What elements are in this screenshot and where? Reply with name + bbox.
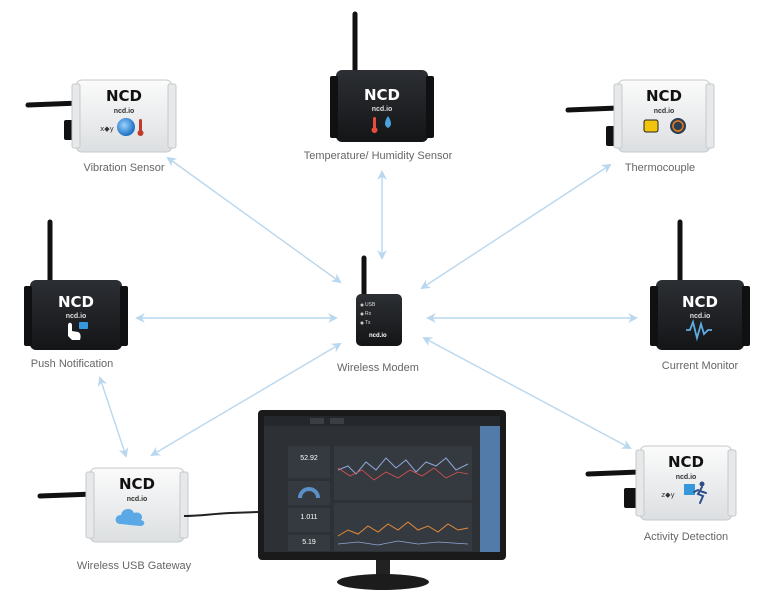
ncd-logo: NCD — [106, 87, 142, 105]
wireless-modem-device — [356, 255, 402, 346]
node-label-current: Current Monitor — [661, 360, 739, 372]
thermometer-humidity-icon — [371, 116, 391, 133]
node-label-activity: Activity Detection — [643, 531, 729, 543]
svg-text:x◆y: x◆y — [100, 125, 114, 133]
ncd-domain: ncd.io — [372, 106, 393, 113]
usb-gateway-device: NCD ncd.io — [37, 467, 259, 543]
connection-arrows — [97, 156, 638, 458]
dashboard-tile-value: 5.19 — [302, 539, 316, 546]
antenna — [25, 100, 83, 108]
antenna — [565, 105, 621, 113]
modem-domain: ncd.io — [369, 333, 387, 339]
hub-label: Wireless Modem — [337, 362, 419, 374]
modem-port-tx: Tx — [365, 320, 371, 326]
cloud-icon — [115, 509, 145, 526]
cable-gland — [624, 488, 638, 508]
vibration-temperature-icon: x◆y — [100, 118, 144, 136]
dashboard-monitor — [258, 410, 506, 590]
arrow-vibration — [166, 156, 342, 284]
monitor-neck — [376, 560, 390, 576]
ncd-domain: ncd.io — [676, 474, 697, 481]
arrow-push-gateway — [97, 376, 129, 458]
ncd-logo: NCD — [119, 475, 155, 493]
ncd-domain: ncd.io — [127, 496, 148, 503]
running-person-icon: z◆y — [661, 481, 707, 504]
activity-detection-device: NCD ncd.io z◆y — [585, 445, 737, 521]
temp-humidity-device: NCD ncd.io — [330, 11, 434, 142]
ncd-domain: ncd.io — [654, 108, 675, 115]
dashboard-tile-value: 52.92 — [300, 455, 318, 462]
ncd-logo: NCD — [682, 293, 718, 311]
ncd-domain: ncd.io — [114, 108, 135, 115]
modem-port-rx: Rx — [365, 311, 372, 317]
usb-cable — [183, 511, 259, 517]
ncd-logo: NCD — [58, 293, 94, 311]
antenna — [37, 491, 97, 499]
ncd-logo: NCD — [646, 87, 682, 105]
antenna — [585, 469, 643, 477]
ncd-domain: ncd.io — [690, 313, 711, 320]
arrow-activity — [422, 337, 632, 449]
dashboard-tile-value: 1.011 — [300, 514, 318, 521]
arrow-thermocouple — [420, 163, 612, 290]
node-label-vibration: Vibration Sensor — [83, 162, 165, 174]
push-notification-device: NCD ncd.io — [24, 219, 128, 350]
node-label-gateway: Wireless USB Gateway — [76, 560, 192, 572]
modem-port-usb: USB — [365, 302, 376, 308]
current-monitor-device: NCD ncd.io — [650, 219, 750, 350]
current-wave-icon — [686, 318, 712, 342]
vibration-sensor-device: NCD ncd.io x◆y — [25, 79, 177, 153]
ncd-domain: ncd.io — [66, 313, 87, 320]
node-label-temp-humidity: Temperature/ Humidity Sensor — [303, 150, 453, 162]
ncd-logo: NCD — [364, 86, 400, 104]
node-label-push: Push Notification — [30, 358, 114, 370]
thermocouple-icon — [643, 118, 686, 134]
node-label-thermocouple: Thermocouple — [624, 162, 696, 174]
monitor-stand — [337, 574, 429, 590]
arrow-gateway — [150, 343, 342, 456]
ncd-logo: NCD — [668, 453, 704, 471]
thermocouple-device: NCD ncd.io — [565, 79, 715, 153]
svg-text:z◆y: z◆y — [661, 491, 674, 499]
touch-hand-icon — [68, 322, 88, 340]
